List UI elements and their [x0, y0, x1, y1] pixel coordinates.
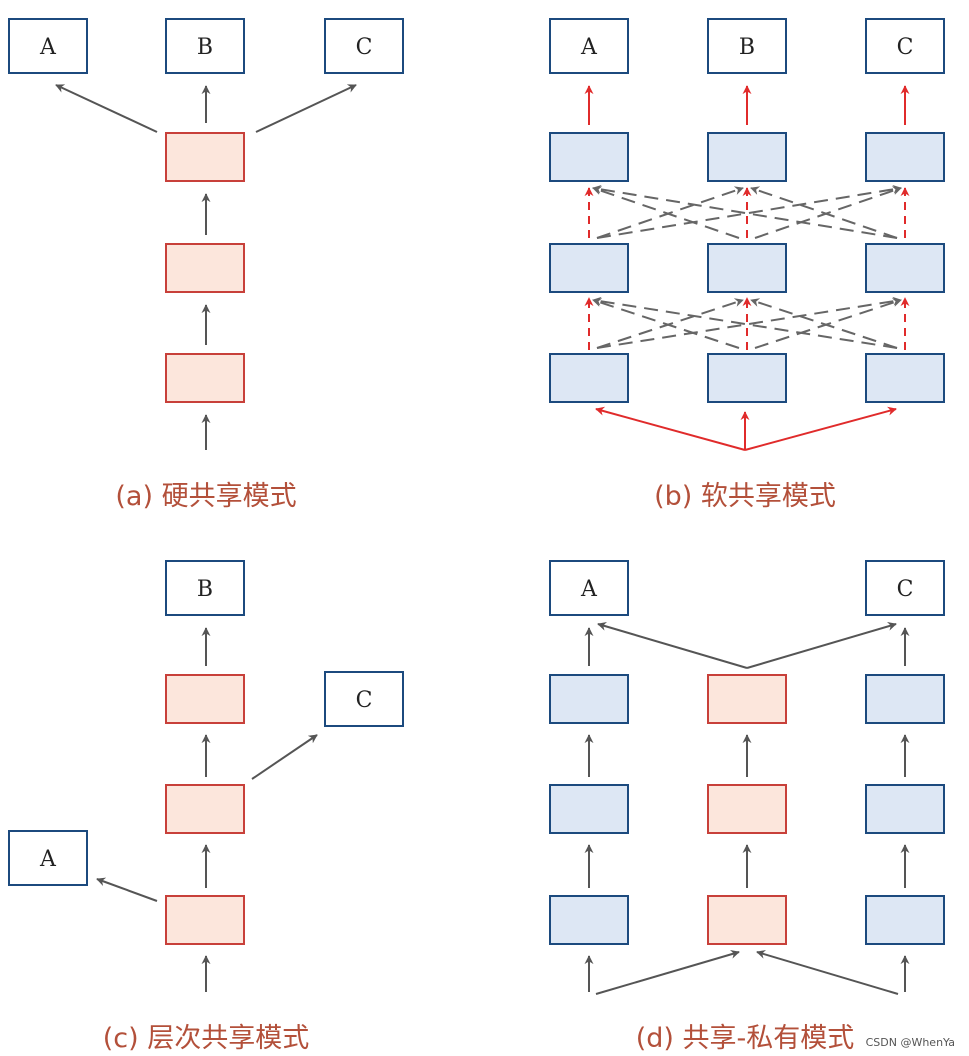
d-arrow-input-to-shared-left — [595, 949, 740, 995]
d-arrow-shared-to-a — [597, 621, 748, 669]
b-dash-cross-1-2-1 — [592, 186, 740, 239]
b-dash-cross-1-3-2 — [750, 186, 898, 239]
c-output-b-label: B — [197, 577, 213, 602]
d-caption: (d) 共享-私有模式 — [636, 1023, 855, 1054]
watermark: CSDN @WhenYa — [866, 1036, 955, 1049]
b-output-c — [865, 18, 945, 74]
b-tower-1-layer-3 — [549, 132, 629, 182]
a-shared-layer-3 — [165, 132, 245, 182]
d-private-a-layer-1 — [549, 895, 629, 945]
b-tower-3-layer-3 — [865, 132, 945, 182]
b-output-b — [707, 18, 787, 74]
b-dash-cross-2-2-3 — [754, 298, 902, 349]
b-tower-2-layer-1 — [707, 353, 787, 403]
b-tower-2-layer-2 — [707, 243, 787, 293]
c-shared-layer-2 — [165, 784, 245, 834]
d-output-c — [865, 560, 945, 616]
d-output-a — [549, 560, 629, 616]
a-arrow-to-c — [255, 84, 357, 133]
a-caption: (a) 硬共享模式 — [115, 481, 296, 512]
d-private-a-layer-2 — [549, 784, 629, 834]
a-output-b-label: B — [197, 35, 213, 60]
d-private-a-layer-3 — [549, 674, 629, 724]
b-dash-cross-2-1-2 — [596, 298, 744, 349]
a-output-a — [8, 18, 88, 74]
b-output-c-label: C — [897, 35, 914, 60]
d-shared-layer-1 — [707, 895, 787, 945]
c-output-c-label: C — [356, 688, 373, 713]
b-tower-3-layer-1 — [865, 353, 945, 403]
b-output-a-label: A — [580, 35, 598, 60]
d-output-c-label: C — [897, 577, 914, 602]
c-arrow-to-a — [96, 877, 158, 902]
a-output-a-label: A — [39, 35, 57, 60]
b-output-b-label: B — [739, 35, 755, 60]
b-dash-cross-1-1-2 — [596, 186, 744, 239]
b-dash-cross-1-3-1 — [592, 184, 898, 239]
b-dash-cross-2-2-1 — [592, 298, 740, 349]
d-output-a-label: A — [580, 577, 598, 602]
b-caption: (b) 软共享模式 — [654, 481, 836, 512]
c-caption: (c) 层次共享模式 — [103, 1023, 310, 1054]
d-arrow-input-to-shared-right — [756, 949, 899, 995]
c-output-a — [8, 830, 88, 886]
b-dash-cross-2-3-1 — [592, 296, 898, 349]
d-private-c-layer-2 — [865, 784, 945, 834]
b-tower-3-layer-2 — [865, 243, 945, 293]
d-shared-layer-2 — [707, 784, 787, 834]
c-shared-layer-1 — [165, 895, 245, 945]
d-arrow-shared-to-c — [746, 621, 897, 669]
b-dash-cross-2-1-3 — [596, 296, 902, 349]
a-output-b — [165, 18, 245, 74]
d-shared-layer-3 — [707, 674, 787, 724]
b-tower-1-layer-2 — [549, 243, 629, 293]
a-arrow-to-a — [55, 84, 158, 133]
b-dash-cross-2-3-2 — [750, 298, 898, 349]
a-shared-layer-1 — [165, 353, 245, 403]
d-private-c-layer-1 — [865, 895, 945, 945]
d-private-c-layer-3 — [865, 674, 945, 724]
b-tower-2-layer-3 — [707, 132, 787, 182]
c-output-c — [324, 671, 404, 727]
b-output-a — [549, 18, 629, 74]
b-tower-1-layer-1 — [549, 353, 629, 403]
c-shared-layer-3 — [165, 674, 245, 724]
b-dash-cross-1-2-3 — [754, 186, 902, 239]
b-red-input-to-3 — [744, 406, 897, 451]
b-red-input-to-1 — [595, 406, 746, 451]
a-shared-layer-2 — [165, 243, 245, 293]
c-output-a-label: A — [39, 847, 57, 872]
a-output-c-label: C — [356, 35, 373, 60]
a-output-c — [324, 18, 404, 74]
c-arrow-to-c — [251, 734, 318, 780]
b-dash-cross-1-1-3 — [596, 184, 902, 239]
c-output-b — [165, 560, 245, 616]
